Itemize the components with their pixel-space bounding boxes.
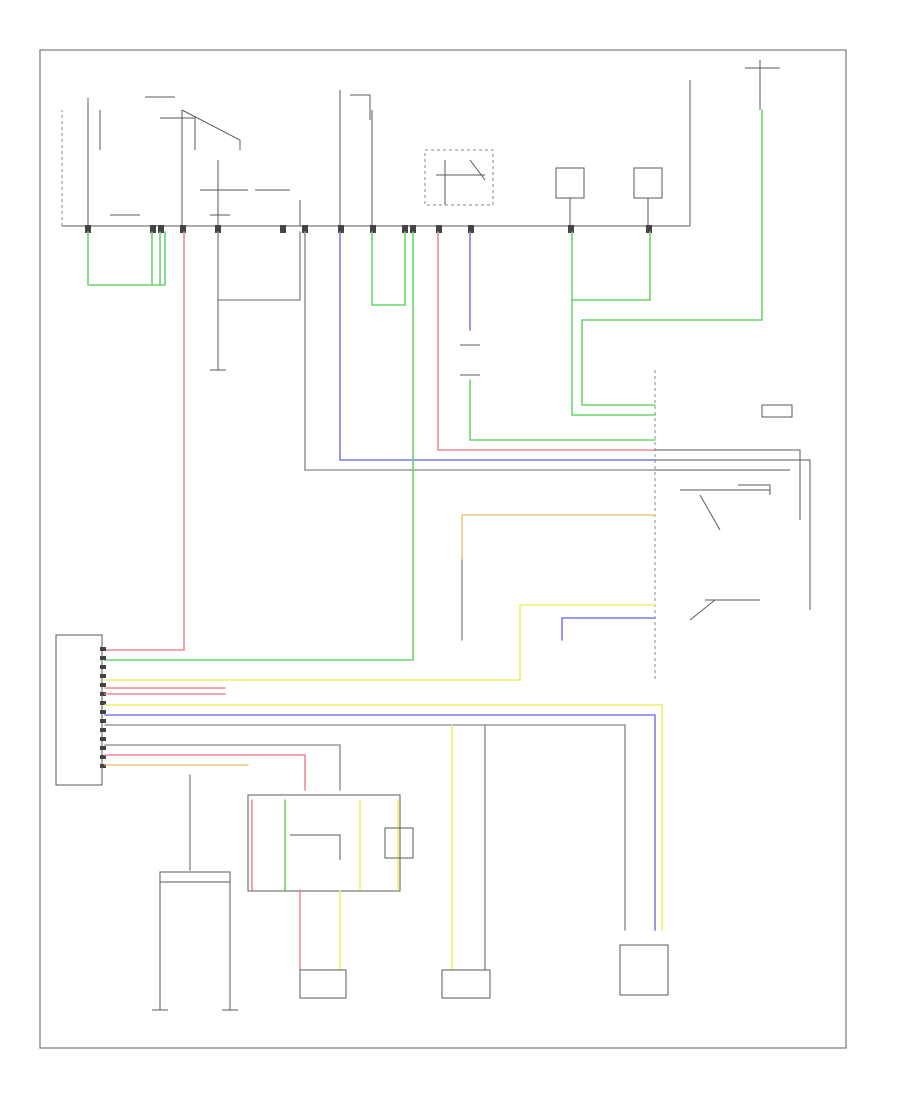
fan-resistor <box>384 827 414 859</box>
ground-distribution <box>159 871 231 883</box>
fuse-symbol <box>761 404 793 418</box>
hot-feed-left <box>87 96 290 226</box>
wire-gray-ground-left <box>217 231 301 301</box>
wire-gray-bus <box>304 231 656 471</box>
wire-yellow-ecm-long <box>104 704 663 931</box>
wire-blue-relay-lower <box>561 617 656 641</box>
wire-green-blower <box>571 231 656 416</box>
wire-blue-ecm-long <box>104 714 656 931</box>
blower-motor-relay <box>555 167 585 199</box>
wire-red-module-feed <box>104 231 185 651</box>
wire-orange-radiator <box>461 514 656 561</box>
wire-red-ecm-lower <box>104 754 306 791</box>
wire-green-left-group <box>87 231 166 286</box>
ac-pressure-sensor <box>619 944 669 996</box>
condenser-fan-motor <box>441 969 491 999</box>
radiator-fan-motor <box>299 969 347 999</box>
wire-green-condenser <box>571 231 651 301</box>
condenser-fan-relay <box>633 167 663 199</box>
wire-green-ac-relay <box>469 379 656 441</box>
bus-connectors <box>85 225 652 233</box>
ac-compressor-clutch-relay <box>424 149 494 206</box>
wire-green-right-feed <box>581 109 763 406</box>
wire-yellow-relay <box>104 604 656 681</box>
wire-blue-bus <box>339 231 656 461</box>
hot-feed-middle <box>299 90 373 226</box>
wire-gray-ecm-sensor <box>104 724 626 931</box>
ground-left <box>210 300 226 371</box>
wire-red-middle <box>437 231 656 451</box>
fan-control-unit <box>247 794 401 892</box>
hot-feed-right <box>745 60 780 110</box>
wire-green-middle <box>371 231 406 306</box>
diagram-frame <box>39 49 847 1049</box>
wire-green-to-module <box>104 231 414 661</box>
ecm-pin-markers <box>100 647 106 768</box>
fuse-box-outline <box>61 110 690 227</box>
pgm-fi-ecm <box>55 634 103 786</box>
